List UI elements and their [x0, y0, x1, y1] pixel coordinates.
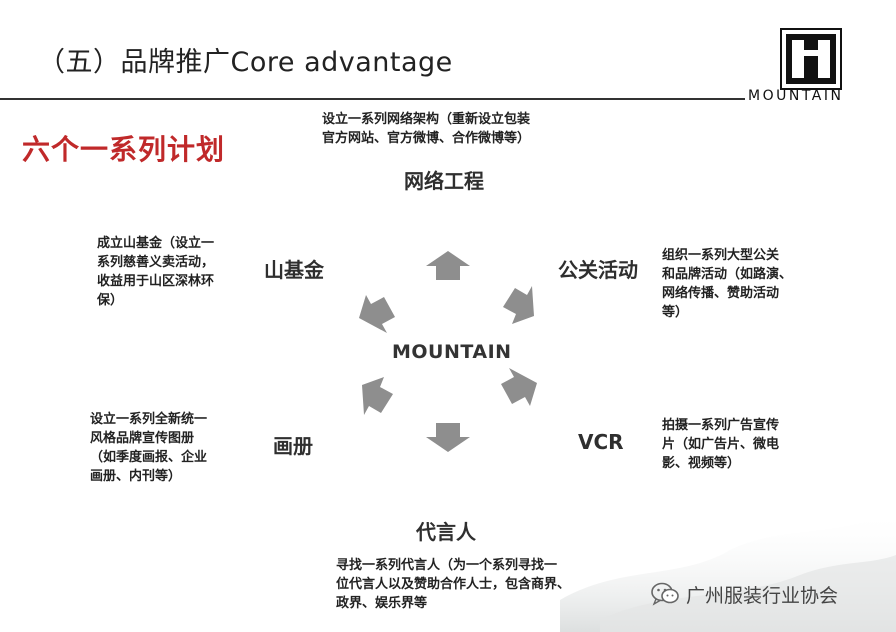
node-mountain-fund: 山基金 [264, 254, 324, 283]
desc-line: 系列慈善义卖活动， [97, 253, 214, 272]
desc-line: 设立一系列网络架构（重新设立包装 [322, 110, 530, 129]
arrow-lower-left-icon [362, 377, 393, 415]
desc-line: 位代言人以及赞助合作人士，包含商界、 [336, 575, 570, 594]
wechat-watermark: 广州服装行业协会 [650, 580, 838, 608]
desc-vcr: 拍摄一系列广告宣传 片（如广告片、微电 影、视频等） [662, 416, 779, 473]
desc-line: 保） [97, 291, 214, 310]
node-spokesperson: 代言人 [416, 516, 476, 545]
desc-line: 片（如广告片、微电 [662, 435, 779, 454]
desc-line: 拍摄一系列广告宣传 [662, 416, 779, 435]
arrow-upper-left-icon [359, 295, 395, 333]
desc-line: 画册、内刊等） [90, 467, 207, 486]
desc-line: 组织一系列大型公关 [662, 246, 792, 265]
desc-line: 等） [662, 303, 792, 322]
desc-network-engineering: 设立一系列网络架构（重新设立包装 官方网站、官方微博、合作微博等） [322, 110, 530, 148]
desc-line: 成立山基金（设立一 [97, 234, 214, 253]
arrow-upper-right-icon [503, 286, 534, 324]
desc-spokesperson: 寻找一系列代言人（为一个系列寻找一 位代言人以及赞助合作人士，包含商界、 政界、… [336, 556, 570, 613]
node-brochure: 画册 [273, 430, 313, 459]
watermark-text: 广州服装行业协会 [686, 581, 838, 608]
desc-line: 和品牌活动（如路演、 [662, 265, 792, 284]
center-node: MOUNTAIN [392, 341, 512, 363]
desc-line: 寻找一系列代言人（为一个系列寻找一 [336, 556, 570, 575]
desc-brochure: 设立一系列全新统一 风格品牌宣传图册 （如季度画报、企业 画册、内刊等） [90, 410, 207, 486]
desc-line: 网络传播、赞助活动 [662, 284, 792, 303]
desc-line: 设立一系列全新统一 [90, 410, 207, 429]
arrow-lower-right-icon [501, 368, 537, 406]
desc-line: 风格品牌宣传图册 [90, 429, 207, 448]
desc-mountain-fund: 成立山基金（设立一 系列慈善义卖活动， 收益用于山区深林环 保） [97, 234, 214, 310]
desc-line: （如季度画报、企业 [90, 448, 207, 467]
wechat-icon [650, 581, 680, 607]
desc-pr-activities: 组织一系列大型公关 和品牌活动（如路演、 网络传播、赞助活动 等） [662, 246, 792, 322]
desc-line: 收益用于山区深林环 [97, 272, 214, 291]
arrow-down-icon [426, 423, 470, 452]
desc-line: 政界、娱乐界等 [336, 594, 570, 613]
desc-line: 影、视频等） [662, 454, 779, 473]
node-pr-activities: 公关活动 [558, 254, 638, 283]
desc-line: 官方网站、官方微博、合作微博等） [322, 129, 530, 148]
arrow-up-icon [426, 251, 470, 280]
node-vcr: VCR [578, 430, 624, 454]
node-network-engineering: 网络工程 [404, 165, 484, 194]
